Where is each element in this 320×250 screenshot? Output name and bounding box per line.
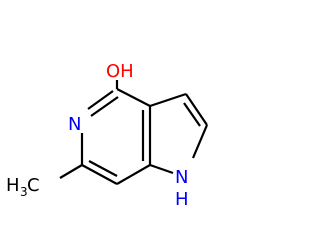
methyl-label: H 3 C: [6, 175, 40, 199]
bond-c4-n5: [87, 90, 114, 110]
methyl-c-label: C: [27, 175, 40, 196]
hydroxyl-label: OH: [106, 61, 134, 82]
bond-c3a-c3: [149, 92, 187, 108]
bond-c7-c7a: [116, 164, 151, 185]
bond-c6-c7: [81, 164, 118, 185]
bond-c3-c2-double: [183, 102, 201, 127]
bond-c3-c2: [185, 93, 208, 126]
bond-group: [59, 80, 209, 185]
methyl-subscript: 3: [20, 185, 28, 199]
ring-nitrogen-label: N: [68, 114, 81, 135]
pyrrole-nitrogen-label: N: [175, 167, 188, 188]
chemical-structure-diagram: OH N N H H 3 C: [6, 61, 209, 210]
bond-c2-n1: [191, 124, 209, 159]
bond-c6-c7-double: [88, 160, 118, 177]
bond-c4-n5-double: [90, 96, 119, 117]
bond-n1-c7a: [149, 163, 174, 175]
bond-c6-methyl: [59, 164, 83, 179]
bond-c4-c3a: [116, 88, 151, 107]
pyrrole-hydrogen-label: H: [175, 189, 189, 210]
methyl-h-label: H: [6, 175, 20, 196]
